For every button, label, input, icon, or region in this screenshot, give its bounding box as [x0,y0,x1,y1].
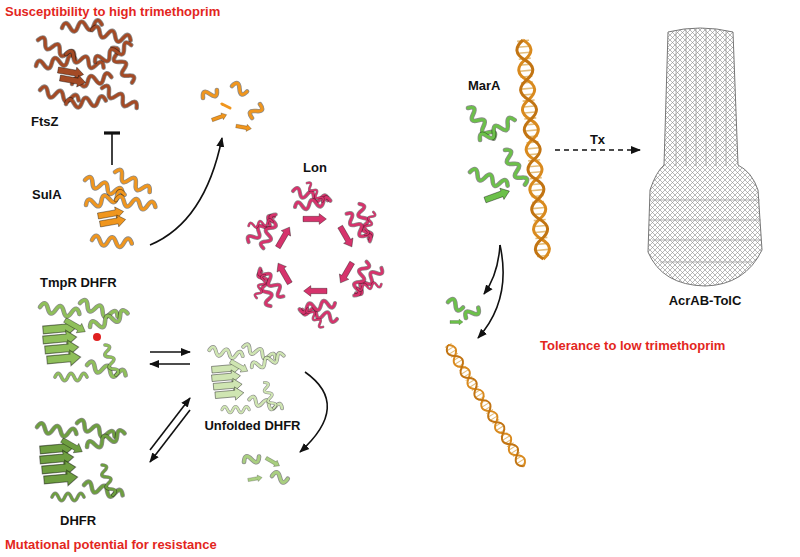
protein-label: FtsZ [31,114,58,129]
protein-node: DHFR [20,405,150,535]
protein-label: SulA [32,187,62,202]
reaction-arrow [150,410,190,462]
unfolded-dhfr-structure [209,343,285,413]
reaction-arrow [150,363,190,365]
protein-label: AcrAB-TolC [669,293,742,308]
acrab-tolc-pump [648,28,762,286]
effect-label-holder: Susceptibility to high trimethoprim [5,4,220,19]
protein-label: Unfolded DHFR [204,418,300,433]
protein-node: FtsZ [25,18,150,133]
protein-node: Unfolded DHFR [190,338,315,438]
mara-dna-complex [465,39,551,259]
effect-label-holder: Tolerance to low trimethoprim [540,338,725,353]
degradation-arrow [484,245,500,294]
ftsz-structure [35,20,139,112]
reaction-arrow [150,351,190,353]
protein-node: TmpR DHFR [20,275,150,390]
mara-fragments [446,298,481,325]
released-dna [444,343,527,469]
protein-label: MarA [468,78,501,93]
inhibition-line [111,133,113,165]
release-arrow [478,245,503,338]
protein-label: Lon [303,160,327,175]
effect-label: Mutational potential for resistance [5,537,217,552]
tmpr-dhfr-structure [39,299,129,381]
edge-label: Tx [588,132,607,147]
protein-node: MarA [440,40,555,255]
degradation-arrow [150,138,222,245]
protein-label: DHFR [60,513,96,528]
degradation-arrow [300,372,327,452]
reaction-arrow [150,398,190,450]
lon-hexamer [240,181,391,328]
sula-fragments [201,82,264,132]
edge-label-holder: Tx [588,132,607,147]
dhfr-fragments [242,452,288,483]
protein-node: Lon [240,160,390,340]
protein-node: SulA [30,165,160,260]
protein-node: AcrAB-TolC [640,25,770,315]
effect-label-holder: Mutational potential for resistance [5,537,217,552]
effect-label: Tolerance to low trimethoprim [540,338,725,353]
reaction-arrow [555,149,640,151]
sula-structure [83,168,156,248]
protein-label: TmpR DHFR [40,275,117,290]
effect-label: Susceptibility to high trimethoprim [5,4,220,19]
dhfr-structure [36,419,126,501]
